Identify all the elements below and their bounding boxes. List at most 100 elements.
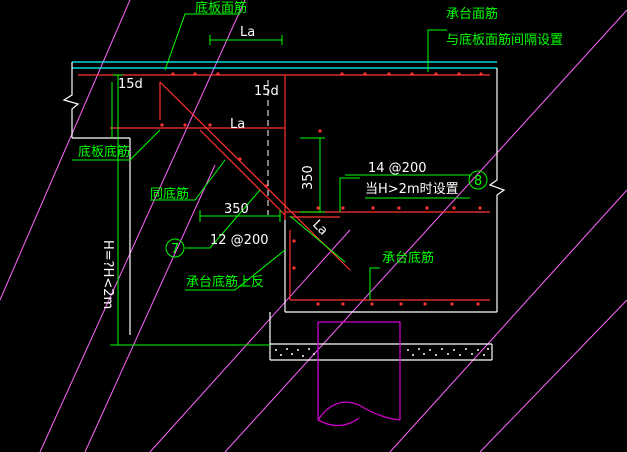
label-15d-right: 15d [254,84,279,99]
label-cap-top-bar-2: 与底板面筋间隔设置 [446,32,563,48]
leader-same-bottom [150,159,226,201]
label-15d-left: 15d [118,77,143,92]
construction-line [84,164,216,452]
pile-outline [317,321,401,420]
concrete-outline [62,62,506,361]
rebar-dot [208,123,212,127]
hatch-dot [275,349,277,351]
label-slab-top-bar: 底板面筋 [195,0,247,16]
hatch-dot [308,348,310,350]
hatch-dot [441,348,443,350]
rebar-dot [452,206,456,210]
hatch-dot [453,349,455,351]
rebar-dot [171,72,175,76]
rebar-diag-upper [159,81,351,271]
hatch-dot [483,354,485,356]
label-la-diag: La [309,217,330,238]
hatch-dot [487,348,489,350]
dim-la-diag [289,215,346,263]
construction-line [224,9,627,452]
rebar-dot [341,206,345,210]
leader-slab-bottom [72,129,161,161]
hatch-dot [447,353,449,355]
hatch-dot [286,348,288,350]
label-350-horizontal: 350 [224,202,249,217]
rebar-dot [479,72,483,76]
label-cap-bottom-bar: 承台底筋 [382,250,434,266]
rebar-dot [264,184,268,188]
pile-break [317,401,401,421]
rebar-dot [387,72,391,76]
rebar-dot [363,72,367,76]
break-mark-right [488,68,506,312]
rebar-dot [478,206,482,210]
rebar-dot [450,302,454,306]
label-la-top: La [240,25,255,40]
label-12-200: 12 @200 [210,233,269,248]
rebar-dot [316,302,320,306]
marker-7-circle [165,238,185,258]
rebar-dot [216,72,220,76]
rebar-dot [399,302,403,306]
rebar-dot [340,72,344,76]
rebar-dot [341,302,345,306]
dimensions [72,13,488,346]
label-same-bottom-bar: 同底筋 [150,186,189,202]
hatch-dot [313,353,315,355]
marker-8-circle [468,170,488,190]
rebar-dot [457,72,461,76]
rebar-dot [193,72,197,76]
rebar-dot [183,123,187,127]
hatch-dot [423,353,425,355]
leader-slab-top [164,13,240,71]
leader-14-200 [339,177,360,212]
gravel-hatch [275,348,489,357]
hatch-dot [407,349,409,351]
leader-cap-bottom [369,267,380,300]
hatch-dot [302,355,304,357]
label-marker-7: 7 [171,242,179,257]
hatch-dot [471,353,473,355]
hatch-dot [429,349,431,351]
label-cap-top-bar-1: 承台面筋 [446,6,498,22]
hatch-dot [459,354,461,356]
construction-line [389,189,627,452]
hatch-dot [280,354,282,356]
rebar-diag-lower [199,129,286,216]
rebar-dot [371,206,375,210]
label-vertical-dim: H=?H<2m [100,240,115,309]
rebar-dot [425,206,429,210]
construction-line [149,229,351,452]
label-350-vertical: 350 [301,165,316,190]
rebar-dot [292,266,296,270]
rebar-dot [410,72,414,76]
leader-cap-top [427,29,447,72]
rebar-dot [423,302,427,306]
rebar-dot [318,129,322,133]
label-marker-8: 8 [474,174,482,189]
hatch-dot [435,354,437,356]
rebar-dot [476,302,480,306]
rebar-dot [397,206,401,210]
rebar-dot [238,157,242,161]
label-la-mid: La [230,117,245,132]
label-14-200: 14 @200 [368,161,427,176]
label-slab-bottom-bar: 底板底筋 [78,144,130,160]
rebar-dot [316,206,320,210]
hatch-dot [297,349,299,351]
pile [317,321,401,427]
hatch-dot [465,348,467,350]
rebar-dot [160,123,164,127]
hatch-dot [477,349,479,351]
break-mark-left [62,62,80,138]
rebar-dot [370,302,374,306]
rebar-dot [292,239,296,243]
leader-12-200 [185,189,261,249]
hatch-dot [418,348,420,350]
hatch-dot [412,354,414,356]
label-cap-bottom-bar-flip: 承台底筋上反 [186,274,264,290]
construction-line [479,299,627,452]
leader-cap-bottom-flip [185,249,286,291]
